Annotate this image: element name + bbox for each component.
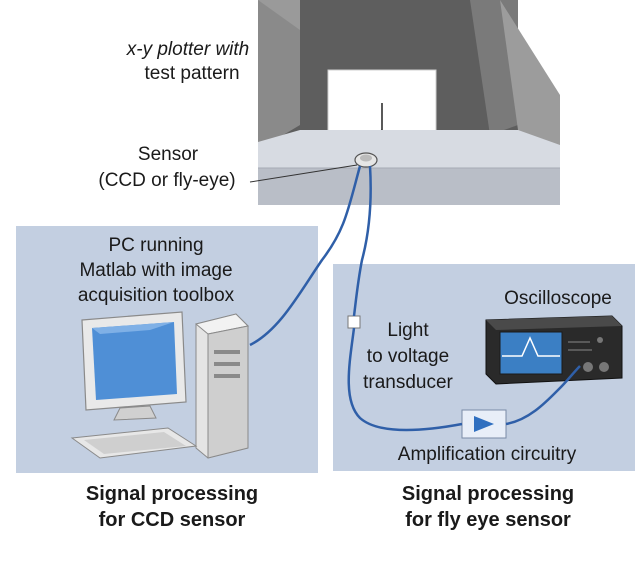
cable-transducer-to-amplifier [347, 327, 463, 432]
transducer-label-line2: to voltage [367, 346, 449, 367]
sensor-leader-line [249, 164, 358, 183]
sensor-icon [354, 152, 378, 168]
transducer-label-line1: Light [387, 320, 429, 341]
transducer-icon [347, 315, 361, 329]
transducer-label-line3: transducer [363, 372, 453, 393]
oscilloscope-icon [485, 315, 623, 385]
pc-caption-line2: for CCD sensor [99, 509, 246, 531]
plotter-label-line2: test pattern [144, 63, 239, 84]
cable-sensor-to-pc [249, 165, 362, 347]
plotter-label-line1: x-y plotter with [126, 39, 249, 60]
computer-icon [70, 311, 250, 459]
sensor-label-line2: (CCD or fly-eye) [98, 170, 235, 191]
fly-caption-line2: for fly eye sensor [405, 509, 571, 531]
amplification-label: Amplification circuitry [398, 444, 577, 465]
pc-caption-line1: Signal processing [86, 483, 258, 505]
amplifier-icon [461, 409, 507, 439]
sensor-label-line1: Sensor [138, 144, 199, 165]
fly-caption-line1: Signal processing [402, 483, 574, 505]
oscilloscope-label: Oscilloscope [504, 288, 612, 309]
pc-label-line3: acquisition toolbox [78, 285, 235, 306]
cables [249, 165, 581, 432]
pc-label-line2: Matlab with image [79, 260, 232, 281]
cable-amplifier-to-oscilloscope [505, 365, 581, 426]
plotter-icon [258, 0, 560, 205]
pc-label-line1: PC running [108, 235, 203, 256]
cable-sensor-to-transducer [352, 165, 372, 317]
